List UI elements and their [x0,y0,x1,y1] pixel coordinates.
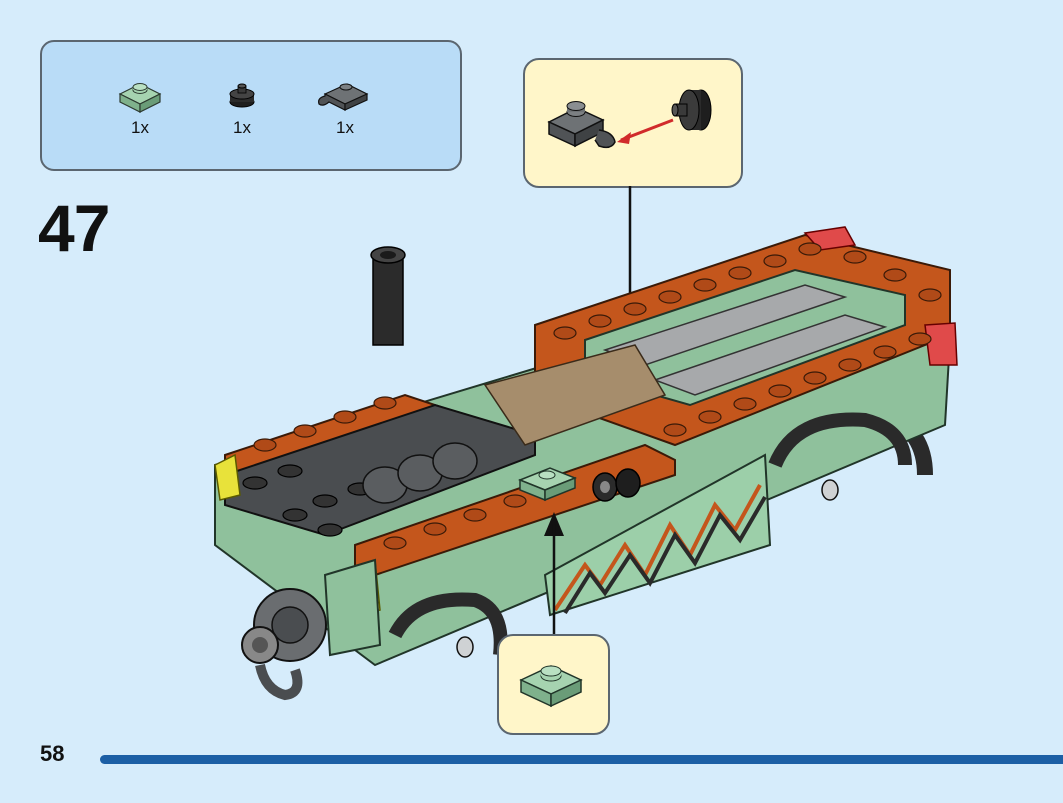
parts-list-box: 1x 1x 1x [40,40,462,171]
sand-green-plate-icon [118,83,162,113]
black-round-plate-icon [229,83,255,108]
page-progress-bar [100,755,1063,764]
sub-assembly-callout-bottom [497,634,610,735]
part-item-black-round-plate: 1x [207,74,277,138]
callout-leader-bottom [544,512,564,636]
part-qty: 1x [336,118,354,137]
clip-assembly-illustration [547,89,712,149]
part-qty: 1x [131,118,149,137]
dark-grey-clip-plate-icon [318,83,369,111]
step-number: 47 [38,191,110,265]
part-item-dark-grey-clip-plate: 1x [310,74,380,138]
tow-truck-model-illustration [214,226,958,701]
sand-green-plate-callout-illustration [519,665,583,708]
page-number: 58 [40,741,65,766]
part-qty: 1x [233,118,251,137]
part-item-sand-green-plate: 1x [105,74,175,138]
sub-assembly-callout-top [523,58,743,188]
